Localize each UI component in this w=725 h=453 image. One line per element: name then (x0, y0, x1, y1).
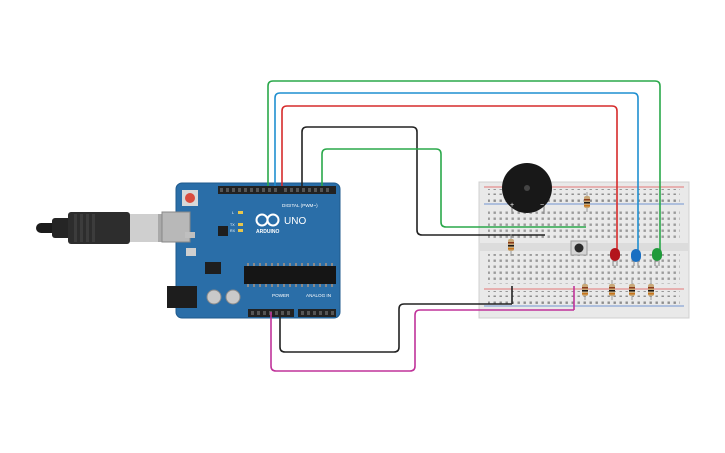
led-tx (238, 223, 243, 226)
analog-header-label: ANALOG IN (306, 293, 331, 298)
resistor-left[interactable] (508, 234, 514, 256)
pushbutton[interactable] (570, 240, 588, 256)
wire-red-led[interactable] (281, 105, 618, 252)
power-jack (167, 286, 197, 308)
resistor-button[interactable] (582, 280, 588, 300)
smd-part (186, 248, 196, 256)
analog-header (298, 309, 336, 317)
red-led[interactable] (610, 248, 620, 266)
board-model: UNO (284, 216, 306, 227)
led-rx (238, 229, 243, 232)
arduino-uno-board[interactable]: DIGITAL (PWM~) UNO ARDUINO L TX RX POWER… (161, 182, 341, 319)
bottom-rail-holes-2 (488, 298, 680, 304)
board-brand: ARDUINO (256, 229, 279, 235)
blue-led[interactable] (631, 249, 641, 266)
wire-black-top[interactable] (301, 126, 545, 236)
wire-green-buzzer[interactable] (321, 148, 586, 228)
regulator (205, 262, 221, 274)
capacitor-2 (225, 289, 241, 305)
wire-green-led[interactable] (267, 80, 661, 252)
wire-blue-led[interactable] (274, 92, 639, 254)
terminal-strip-top (488, 209, 680, 239)
resistor-blue-led[interactable] (629, 280, 635, 300)
power-header-label: POWER (272, 293, 290, 298)
led-l (238, 211, 243, 214)
crystal (185, 232, 195, 238)
buzzer-plus-label: + (510, 202, 514, 209)
resistor-red-led[interactable] (609, 280, 615, 300)
capacitor-1 (206, 289, 222, 305)
wire-black-gnd[interactable] (279, 303, 512, 353)
resistor-green-led[interactable] (648, 280, 654, 300)
usb-chip (218, 226, 228, 236)
usb-cable[interactable] (36, 212, 182, 244)
wire-magenta-5v[interactable] (270, 309, 574, 372)
terminal-strip-bottom (488, 254, 680, 284)
resistor-buzzer[interactable] (584, 192, 590, 212)
wires (267, 80, 661, 372)
piezo-buzzer[interactable]: + − (502, 163, 552, 214)
arduino-logo (255, 213, 280, 227)
led-label-l: L (232, 211, 234, 215)
led-label-tx: TX (230, 223, 235, 227)
green-led[interactable] (652, 248, 662, 266)
buzzer-minus-label: − (540, 202, 544, 209)
reset-button[interactable] (182, 190, 198, 206)
top-rail-holes-1 (488, 189, 680, 195)
led-label-rx: RX (230, 229, 236, 233)
atmega-chip (244, 266, 336, 284)
digital-header-label: DIGITAL (PWM~) (282, 203, 318, 208)
